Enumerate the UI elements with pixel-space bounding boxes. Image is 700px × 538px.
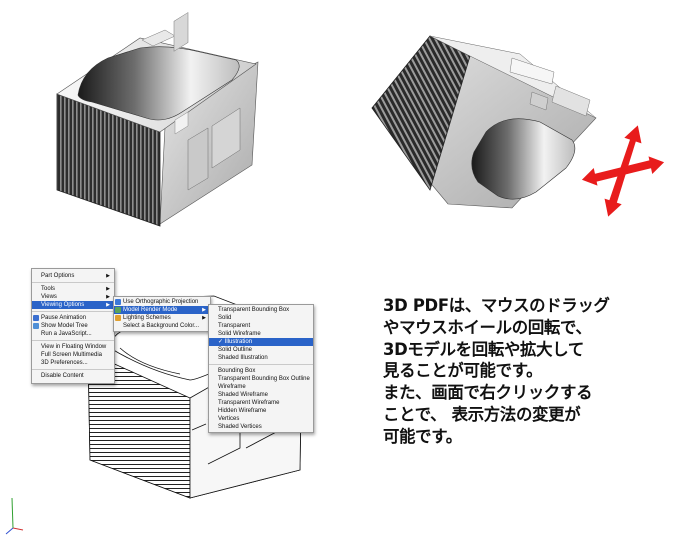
menu-item-label: Solid (218, 315, 232, 321)
viewing-options-submenu: Use Orthographic Projection Model Render… (113, 296, 211, 332)
menu-separator (32, 340, 114, 341)
menu-item-render-mode[interactable]: Transparent Bounding Box (209, 306, 313, 314)
submenu-arrow-icon: ▶ (106, 294, 110, 300)
pause-icon (33, 315, 39, 321)
menu-item-label: Transparent Bounding Box Outline (218, 376, 310, 382)
menu-item-label: Solid Wireframe (218, 331, 261, 337)
menu-item-label: View in Floating Window (41, 344, 107, 350)
menu-item-orthographic[interactable]: Use Orthographic Projection (114, 298, 210, 306)
menu-item-part-options[interactable]: Part Options ▶ (32, 272, 114, 280)
menu-item-label: Shaded Wireframe (218, 392, 269, 398)
menu-item-label: Bounding Box (218, 368, 256, 374)
menu-separator (32, 282, 114, 283)
menu-item-label: Shaded Illustration (218, 355, 268, 361)
submenu-arrow-icon: ▶ (106, 273, 110, 279)
menu-item-label: ✓ Illustration (218, 339, 253, 345)
menu-item-label: Vertices (218, 416, 240, 422)
description-line: 見ることが可能です。 (383, 361, 543, 381)
menu-separator (209, 364, 313, 365)
menu-item-label: Part Options (41, 273, 75, 279)
menu-item-label: Pause Animation (41, 315, 87, 321)
menu-item-label: Viewing Options (41, 302, 85, 308)
menu-item-viewing-options[interactable]: Viewing Options ▶ (32, 301, 114, 309)
menu-item-view-floating-window[interactable]: View in Floating Window (32, 343, 114, 351)
menu-item-model-render-mode[interactable]: Model Render Mode ▶ (114, 306, 210, 314)
menu-item-full-screen-multimedia[interactable]: Full Screen Multimedia (32, 351, 114, 359)
submenu-arrow-icon: ▶ (202, 307, 206, 313)
menu-separator (32, 311, 114, 312)
menu-item-disable-content[interactable]: Disable Content (32, 372, 114, 380)
menu-item-label: Disable Content (41, 373, 84, 379)
menu-item-label: 3D Preferences... (41, 360, 88, 366)
menu-item-render-mode[interactable]: Solid Wireframe (209, 330, 313, 338)
menu-item-label: Solid Outline (218, 347, 253, 353)
menu-item-render-mode[interactable]: Solid (209, 314, 313, 322)
context-menu: Part Options ▶ Tools ▶ Views ▶ Viewing Opti… (31, 268, 115, 384)
menu-item-label: Hidden Wireframe (218, 408, 267, 414)
menu-item-label: Transparent (218, 323, 251, 329)
render-mode-submenu: Transparent Bounding Box Solid Transpare… (208, 304, 314, 433)
menu-item-views[interactable]: Views ▶ (32, 293, 114, 301)
description-line: やマウスホイールの回転で、 (383, 317, 592, 337)
menu-item-render-mode[interactable]: Transparent Wireframe (209, 399, 313, 407)
menu-item-render-mode[interactable]: Shaded Illustration (209, 354, 313, 362)
menu-item-label: Lighting Schemes (123, 315, 171, 321)
menu-item-label: Run a JavaScript... (41, 331, 92, 337)
description-line: ことで、 表示方法の変更が (383, 404, 581, 424)
submenu-arrow-icon: ▶ (202, 315, 206, 321)
menu-item-label: Select a Background Color... (123, 323, 200, 329)
menu-item-render-mode[interactable]: Shaded Vertices (209, 423, 313, 431)
axis-triad-icon (5, 497, 24, 535)
menu-item-label: Shaded Vertices (218, 424, 262, 430)
menu-item-label: Wireframe (218, 384, 246, 390)
menu-item-label: Full Screen Multimedia (41, 352, 103, 358)
rotate-arrows-icon (581, 125, 665, 217)
menu-item-render-mode[interactable]: Wireframe (209, 383, 313, 391)
menu-item-render-mode[interactable]: Bounding Box (209, 367, 313, 375)
menu-item-label: Use Orthographic Projection (123, 299, 199, 305)
menu-item-render-mode[interactable]: Vertices (209, 415, 313, 423)
menu-item-label: Tools (41, 286, 56, 292)
menu-item-3d-preferences[interactable]: 3D Preferences... (32, 359, 114, 367)
menu-item-background-color[interactable]: Select a Background Color... (114, 322, 210, 330)
menu-item-show-model-tree[interactable]: Show Model Tree (32, 322, 114, 330)
menu-item-pause-animation[interactable]: Pause Animation (32, 314, 114, 322)
menu-item-render-mode[interactable]: Solid Outline (209, 346, 313, 354)
menu-item-render-mode[interactable]: Shaded Wireframe (209, 391, 313, 399)
menu-item-label: Views (41, 294, 57, 300)
description-text: 3D PDFは、マウスのドラッグ やマウスホイールの回転で、 3Dモデルを回転や… (383, 295, 683, 448)
menu-item-tools[interactable]: Tools ▶ (32, 285, 114, 293)
menu-item-label: Transparent Bounding Box (218, 307, 290, 313)
menu-item-render-mode[interactable]: Transparent Bounding Box Outline (209, 375, 313, 383)
description-line: 3Dモデルを回転や拡大して (383, 339, 584, 359)
model-tree-icon (33, 323, 39, 329)
render-mode-icon (115, 307, 121, 313)
menu-separator (32, 369, 114, 370)
model-view-rotated[interactable] (371, 35, 597, 209)
menu-item-label: Show Model Tree (41, 323, 88, 329)
menu-item-label: Model Render Mode (123, 307, 178, 313)
menu-item-lighting-schemes[interactable]: Lighting Schemes ▶ (114, 314, 210, 322)
menu-item-render-mode[interactable]: Transparent (209, 322, 313, 330)
description-line: 可能です。 (383, 426, 462, 446)
model-view-shaded[interactable] (56, 12, 259, 227)
lighting-icon (115, 315, 121, 321)
menu-item-run-javascript[interactable]: Run a JavaScript... (32, 330, 114, 338)
menu-item-render-mode-illustration[interactable]: ✓ Illustration (209, 338, 313, 346)
submenu-arrow-icon: ▶ (106, 302, 110, 308)
orthographic-icon (115, 299, 121, 305)
submenu-arrow-icon: ▶ (106, 286, 110, 292)
description-line: 3D PDFは、マウスのドラッグ (383, 296, 610, 315)
description-line: また、画面で右クリックする (383, 383, 593, 403)
menu-item-label: Transparent Wireframe (218, 400, 280, 406)
menu-item-render-mode[interactable]: Hidden Wireframe (209, 407, 313, 415)
